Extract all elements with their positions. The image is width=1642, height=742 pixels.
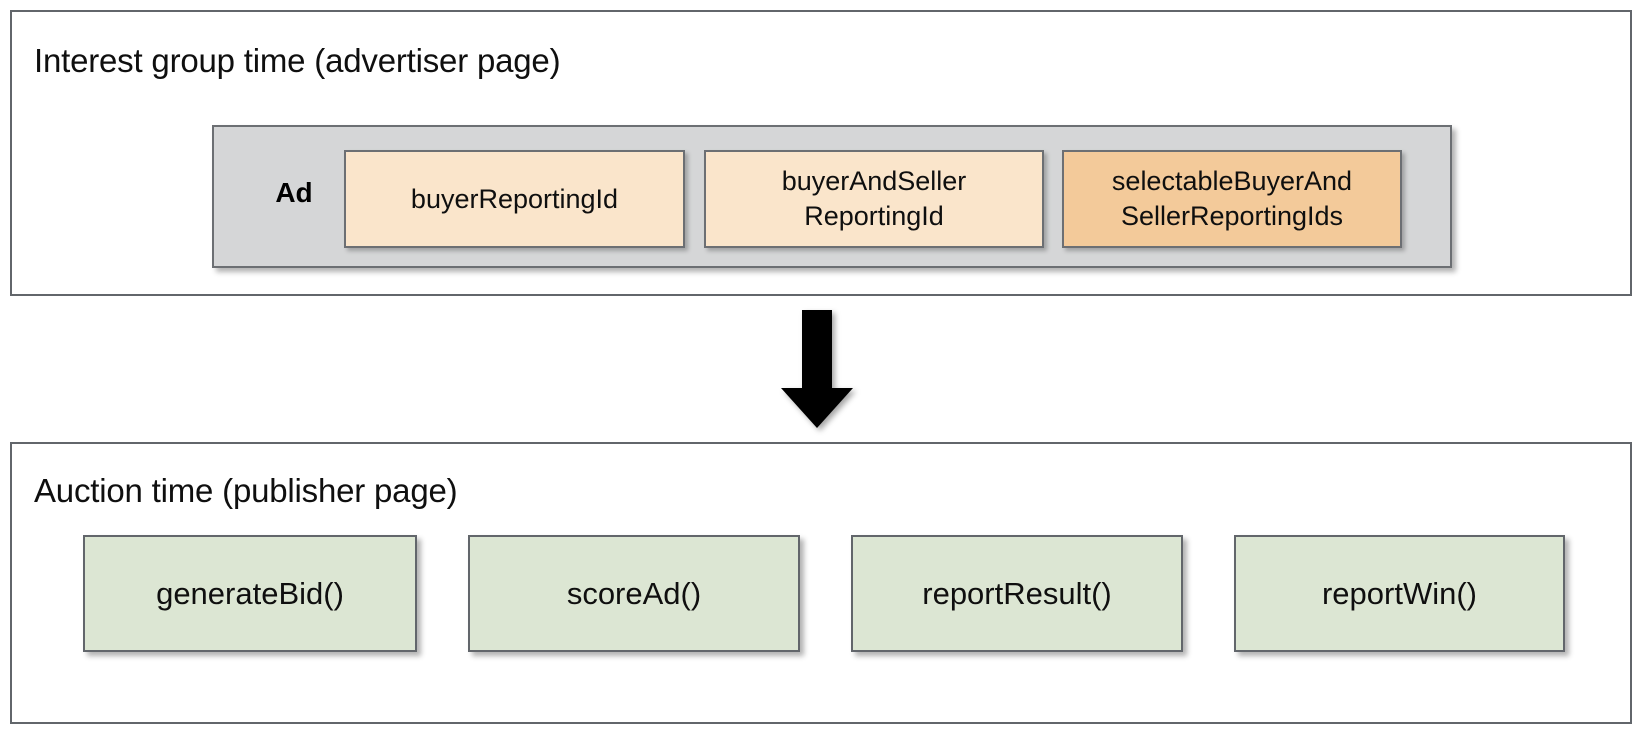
panel-title-interest-group-time: Interest group time (advertiser page) (34, 42, 561, 79)
reporting-id-box-buyer-reporting-id[interactable]: buyerReportingId (344, 150, 685, 248)
panel-interest-group-time: Interest group time (advertiser page) Ad… (10, 10, 1632, 296)
reporting-id-label-line-2: ReportingId (804, 201, 944, 231)
function-box-label: reportResult() (922, 575, 1112, 611)
down-arrow-icon (781, 310, 853, 428)
ad-group-label: Ad (275, 177, 313, 208)
function-box-generate-bid[interactable]: generateBid() (83, 535, 417, 652)
reporting-id-label: selectableBuyerAnd SellerReportingIds (1112, 164, 1352, 233)
function-box-label: scoreAd() (566, 575, 702, 611)
function-box-report-result[interactable]: reportResult() (851, 535, 1183, 652)
reporting-id-label: buyerReportingId (410, 183, 619, 214)
reporting-id-label: buyerAndSeller ReportingId (782, 164, 967, 233)
function-box-score-ad[interactable]: scoreAd() (468, 535, 800, 652)
function-box-label: generateBid() (156, 575, 344, 611)
function-box-label: reportWin() (1321, 575, 1477, 611)
reporting-id-label-line-1: selectableBuyerAnd (1111, 166, 1353, 197)
reporting-id-box-buyer-and-seller-reporting-id[interactable]: buyerAndSeller ReportingId (704, 150, 1044, 248)
function-box-report-win[interactable]: reportWin() (1234, 535, 1565, 652)
reporting-id-box-selectable-buyer-and-seller-reporting-ids[interactable]: selectableBuyerAnd SellerReportingIds (1062, 150, 1402, 248)
panel-auction-time: Auction time (publisher page) generateBi… (10, 442, 1632, 724)
ad-group-container: Ad buyerReportingId buyerAndSeller Repor… (212, 125, 1452, 268)
panel-title-auction-time: Auction time (publisher page) (34, 472, 458, 509)
reporting-id-label-line-1: buyerAndSeller (781, 166, 967, 197)
reporting-id-label-line-2: SellerReportingIds (1120, 201, 1344, 231)
